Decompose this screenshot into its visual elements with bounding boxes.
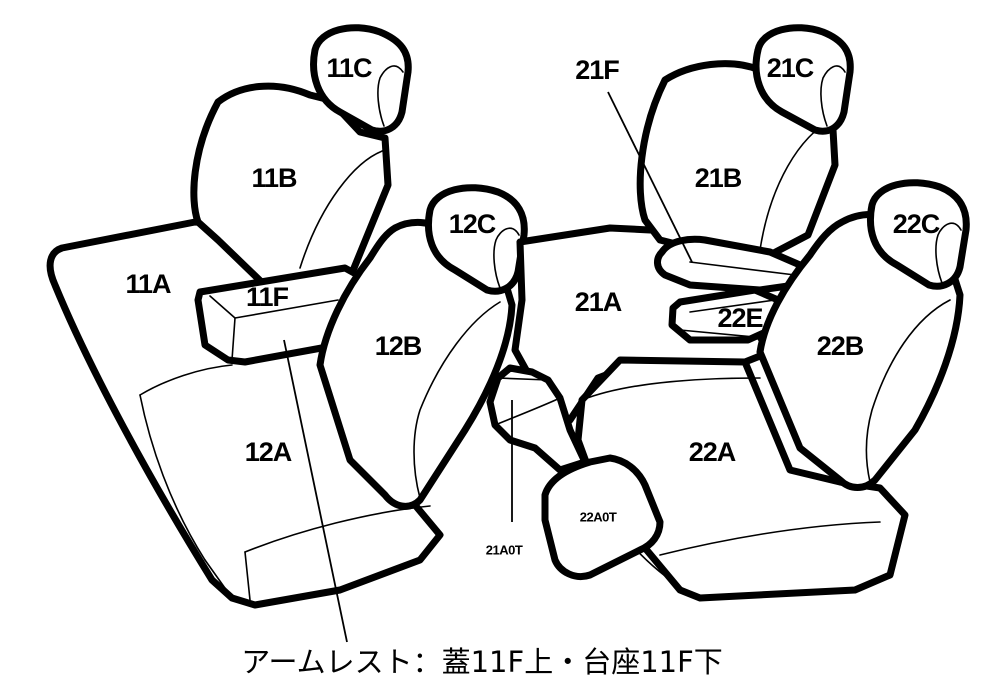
leader-21f bbox=[607, 91, 693, 263]
label-21b: 21B bbox=[695, 163, 742, 193]
backrest-11b bbox=[190, 82, 392, 299]
front-left-bench bbox=[46, 24, 528, 609]
label-22a0t: 22A0T bbox=[580, 509, 617, 524]
label-22c: 22C bbox=[893, 209, 940, 239]
armrest-caption: アームレスト：蓋11F上・台座11F下 bbox=[241, 645, 723, 679]
label-21c: 21C bbox=[767, 53, 814, 83]
label-21a0t: 21A0T bbox=[486, 542, 523, 557]
label-11f: 11F bbox=[246, 282, 289, 312]
label-22a: 22A bbox=[689, 437, 736, 467]
label-12b: 12B bbox=[375, 331, 422, 361]
label-11b: 11B bbox=[251, 163, 297, 193]
label-12c: 12C bbox=[449, 209, 496, 239]
cushion-11a-12a bbox=[46, 218, 444, 609]
label-11a: 11A bbox=[125, 269, 171, 299]
armrest-22e bbox=[668, 286, 782, 344]
headrest-11c bbox=[310, 24, 412, 135]
leader-11f bbox=[283, 339, 348, 643]
rear-right-bench bbox=[486, 24, 970, 602]
label-21a: 21A bbox=[575, 287, 622, 317]
headrest-22c bbox=[866, 179, 970, 290]
label-12a: 12A bbox=[245, 437, 292, 467]
label-21f: 21F bbox=[575, 55, 619, 85]
label-22e: 22E bbox=[717, 303, 762, 333]
label-11c: 11C bbox=[326, 53, 372, 83]
armrest-22a0t bbox=[541, 454, 664, 580]
label-22b: 22B bbox=[817, 331, 864, 361]
headrest-21c bbox=[752, 24, 854, 135]
